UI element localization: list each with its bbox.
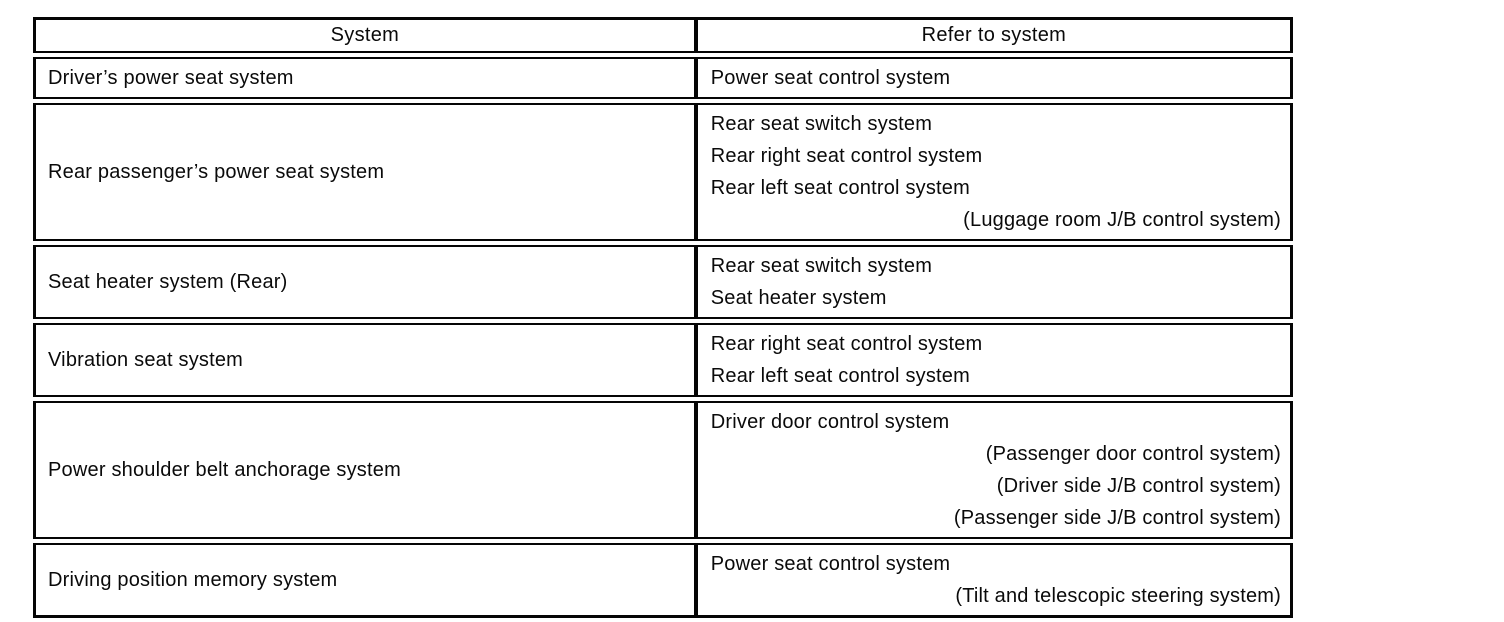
refer-line: (Passenger side J/B control system) (953, 507, 1281, 529)
refer-line: (Luggage room J/B control system) (963, 209, 1281, 231)
refer-line: Power seat control system (710, 553, 951, 575)
system-cell: Rear passenger’s power seat system (33, 103, 696, 241)
refer-line: (Driver side J/B control system) (996, 475, 1281, 497)
document-page: System Refer to system Driver’s power se… (33, 13, 1293, 622)
system-reference-table: System Refer to system Driver’s power se… (33, 13, 1293, 622)
refer-line: Rear left seat control system (710, 365, 970, 387)
refer-line: Rear left seat control system (710, 177, 970, 199)
refer-line: Rear right seat control system (710, 333, 983, 355)
refer-line: Driver door control system (710, 411, 950, 433)
system-cell: Driver’s power seat system (33, 57, 696, 99)
refer-line: Seat heater system (710, 287, 887, 309)
refer-to-system-cell: Power seat control system(Tilt and teles… (695, 543, 1293, 618)
refer-line: Rear seat switch system (710, 113, 933, 135)
table-header: System Refer to system (33, 17, 1293, 53)
table-row: Driver’s power seat system Power seat con… (33, 57, 1293, 99)
column-header-refer-to-system: Refer to system (695, 17, 1293, 53)
refer-to-system-cell: Power seat control system (695, 57, 1293, 99)
header-row: System Refer to system (33, 17, 1293, 53)
system-cell: Power shoulder belt anchorage system (33, 401, 696, 539)
refer-line: (Tilt and telescopic steering system) (955, 585, 1281, 607)
table-row: Seat heater system (Rear)Rear seat switc… (33, 245, 1293, 319)
refer-line: Rear seat switch system (710, 255, 933, 277)
refer-line: Power seat control system (710, 67, 951, 89)
refer-to-system-cell: Driver door control system (Passenger doo… (695, 401, 1293, 539)
refer-line: Rear right seat control system (710, 145, 983, 167)
column-header-system: System (33, 17, 696, 53)
system-cell: Driving position memory system (33, 543, 696, 618)
system-cell: Vibration seat system (33, 323, 696, 397)
refer-line: (Passenger door control system) (985, 443, 1281, 465)
system-cell: Seat heater system (Rear) (33, 245, 696, 319)
